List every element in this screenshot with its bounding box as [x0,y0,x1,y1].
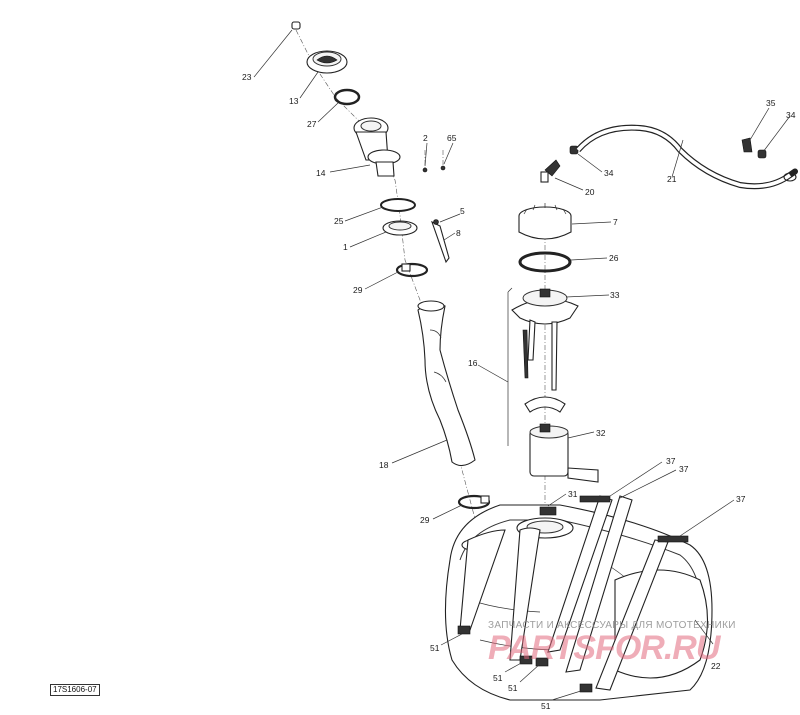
vent-valve [540,159,561,183]
diagram-reference-code: 17S1606-07 [50,684,100,696]
callout-7: 7 [613,217,618,227]
strap-anchors [457,625,593,693]
callout-29-lower: 29 [420,515,430,525]
pump-lock-ring [518,203,572,240]
callout-65: 65 [447,133,457,143]
callout-14: 14 [316,168,326,178]
rivet-part [422,167,428,173]
vent-fittings [741,137,767,159]
callout-51-second: 51 [493,673,503,683]
pump-assembly-bracket-line [507,287,513,446]
filler-neck [353,117,401,177]
callout-34-right: 34 [786,110,796,120]
callout-51-first: 51 [430,643,440,653]
callout-21: 21 [667,174,677,184]
callout-51-third: 51 [508,683,518,693]
callout-13: 13 [289,96,299,106]
cap-screw [291,21,301,30]
callout-18: 18 [379,460,389,470]
screw-part [440,165,446,171]
filler-axis-line [295,29,479,531]
callout-20: 20 [585,187,595,197]
callout-22: 22 [711,661,721,671]
callout-33: 33 [610,290,620,300]
callout-26: 26 [609,253,619,263]
fuel-pump-top [511,288,579,391]
filler-hose [417,300,476,467]
callout-25: 25 [334,216,344,226]
callout-5: 5 [460,206,465,216]
pump-strainer [524,396,566,413]
callout-1: 1 [343,242,348,252]
hose-clamp-lower [457,494,491,510]
callout-37-second: 37 [679,464,689,474]
callout-32: 32 [596,428,606,438]
callout-31: 31 [568,489,578,499]
callout-29-upper: 29 [353,285,363,295]
fuel-cap [306,50,348,74]
tank-straps [459,495,689,691]
callout-27: 27 [307,119,317,129]
screw-axis-line [424,150,444,172]
vent-bracket [431,219,450,264]
callout-34-left: 34 [604,168,614,178]
callout-35: 35 [766,98,776,108]
callout-51-fourth: 51 [541,701,551,711]
hose-clamp-upper [395,262,429,278]
callout-37-first: 37 [666,456,676,466]
fuel-pump-module [529,423,599,483]
callout-8: 8 [456,228,461,238]
cap-o-ring [333,88,361,106]
neck-nut-ring [382,220,418,236]
callout-2: 2 [423,133,428,143]
callout-leaders [253,29,791,701]
callout-23: 23 [242,72,252,82]
neck-gasket [380,198,416,212]
pump-gasket [518,251,572,273]
callout-16: 16 [468,358,478,368]
callout-37-third: 37 [736,494,746,504]
